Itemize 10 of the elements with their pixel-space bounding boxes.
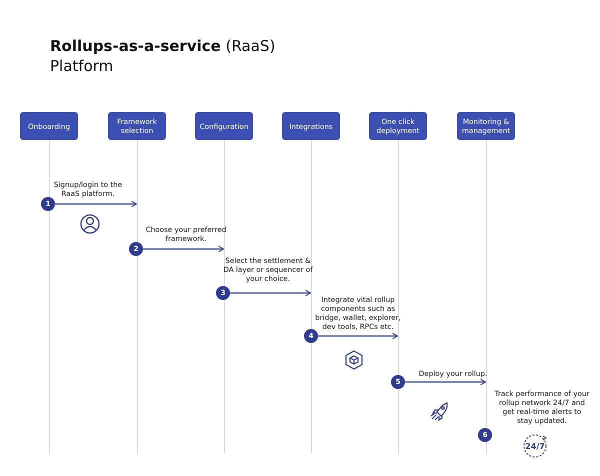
arrow	[230, 290, 311, 296]
arrow	[405, 378, 486, 386]
arrow	[55, 200, 137, 208]
lifeline	[136, 140, 138, 453]
label-text: 24/7	[525, 442, 545, 451]
title: Rollups-as-a-service (RaaS) Platform	[50, 36, 276, 76]
arrow	[318, 332, 398, 340]
lifeline	[48, 140, 50, 453]
arrow	[143, 246, 224, 252]
lifeline	[310, 140, 312, 453]
